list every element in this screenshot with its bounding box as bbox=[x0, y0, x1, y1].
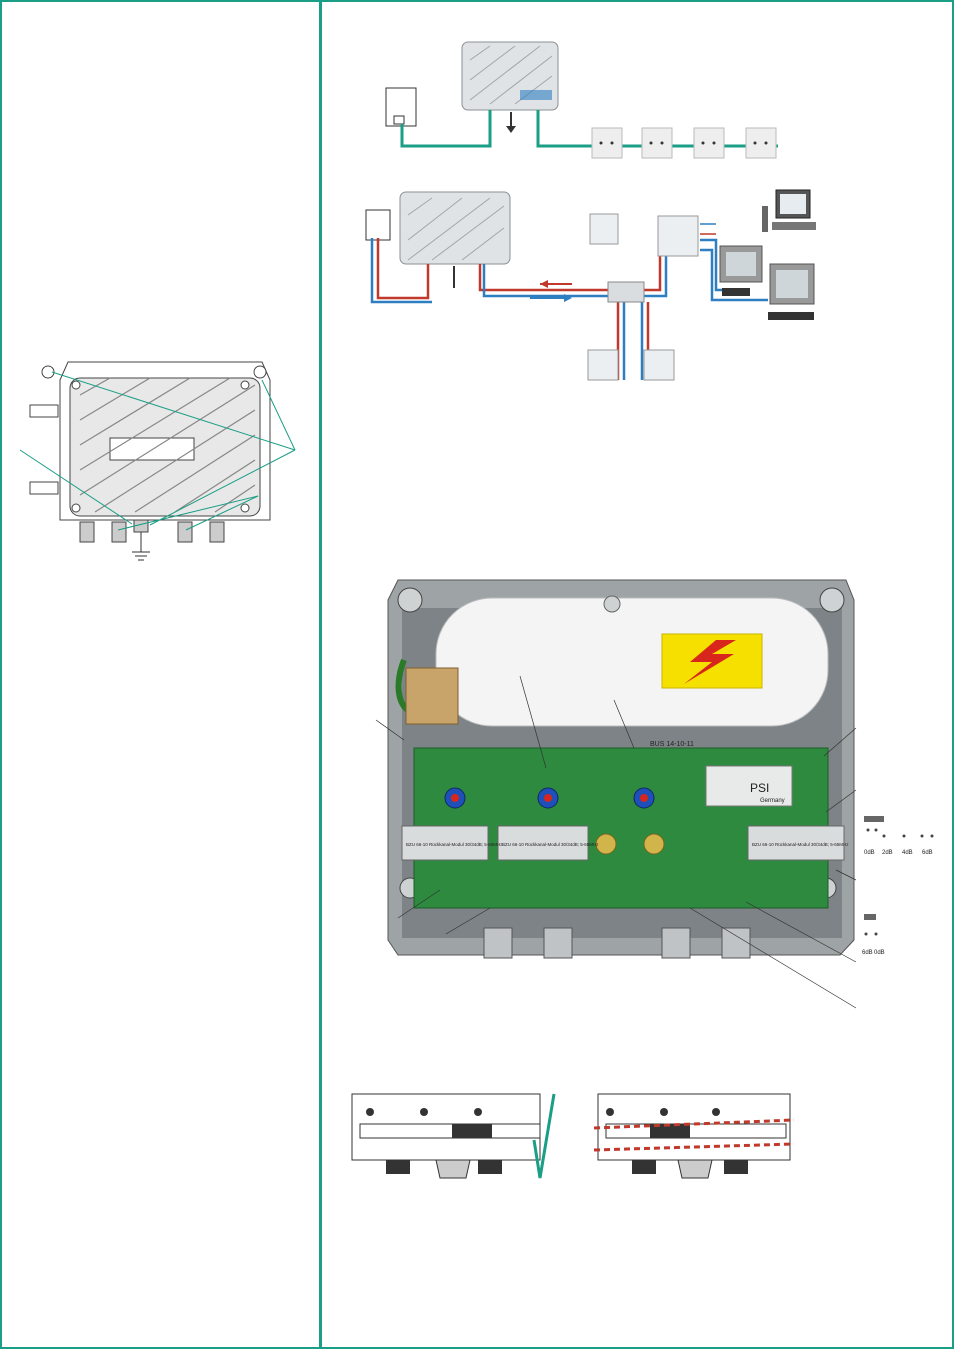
splitter bbox=[607, 281, 645, 303]
modules bbox=[401, 825, 845, 861]
attenuation-b-0db: 0dB bbox=[874, 950, 885, 956]
leader-lines bbox=[19, 371, 296, 531]
pcb-text: BUS 14-10-11 bbox=[650, 741, 694, 748]
module-label-left: BZU 66-10 Rückkanal-Modul 30/34dB; 5-65M… bbox=[406, 842, 503, 847]
ground-symbol bbox=[132, 532, 150, 561]
cables-downstream bbox=[376, 238, 662, 380]
housing-ribs bbox=[79, 377, 256, 513]
attenuation-2db: 2dB bbox=[882, 850, 893, 856]
error-dashes bbox=[593, 1118, 795, 1152]
cables-return bbox=[370, 238, 768, 380]
attenuation-b-6db: 6dB bbox=[862, 950, 873, 956]
yellow-trimmers bbox=[595, 833, 665, 855]
chip-brand: PSI bbox=[750, 781, 769, 795]
f-connectors bbox=[483, 927, 751, 959]
column-divider bbox=[319, 0, 322, 1349]
attenuation-6db: 6dB bbox=[922, 850, 933, 856]
amplifier-housing-top bbox=[461, 41, 559, 111]
chip-country: Germany bbox=[760, 798, 785, 804]
lightning-icon bbox=[684, 640, 736, 684]
amplifier-housing-2 bbox=[399, 191, 511, 265]
module-label-mid: BZU 66-10 Rückkanal-Modul 30/34dB; 5-65M… bbox=[502, 842, 599, 847]
flow-arrows bbox=[530, 223, 716, 302]
warning-cover bbox=[435, 595, 829, 727]
connectors bbox=[79, 519, 225, 543]
tv-icons bbox=[719, 245, 815, 320]
ground-wire bbox=[395, 658, 459, 725]
module-label-right: BZU 66-10 Rückkanal-Modul 30/34dB; 5-65M… bbox=[752, 842, 849, 847]
socket-outlets bbox=[587, 213, 699, 381]
attenuation-0db: 0dB bbox=[864, 850, 875, 856]
attenuation-4db: 4dB bbox=[902, 850, 913, 856]
computer-icon bbox=[762, 189, 816, 232]
mounting-holes bbox=[41, 365, 267, 513]
photo-leader-lines bbox=[375, 675, 857, 1009]
outlets bbox=[591, 127, 777, 159]
check-mark-icon bbox=[532, 1093, 556, 1179]
